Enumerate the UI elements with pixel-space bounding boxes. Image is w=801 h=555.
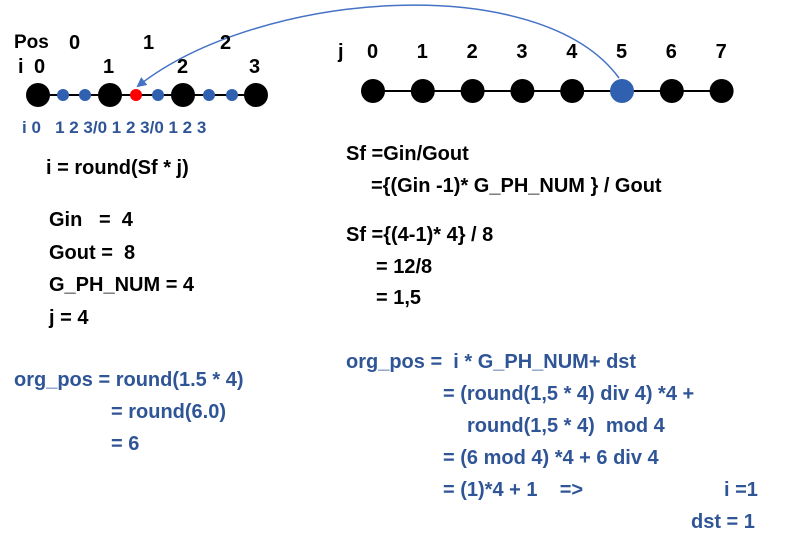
result-i: i =1 [724,479,758,501]
org-pos-formula-1: org_pos = i * G_PH_NUM+ dst [346,351,637,373]
sf-calc-line-2: = 12/8 [376,256,433,278]
org-pos-line-3: = 6 [111,433,140,455]
j-value-3: 3 [516,41,528,63]
formula-i: i = round(Sf * j) [46,157,189,179]
mapping-arrow [136,4,620,88]
j-value-5: 5 [616,41,628,63]
right-node-3 [510,79,535,103]
i-value-0: 0 [34,56,46,78]
sf-calc-line-3: = 1,5 [376,287,422,309]
left-node-small-3 [152,89,164,101]
left-node-small-5 [226,89,238,101]
right-node-1 [410,79,435,103]
j-value-6: 6 [665,41,677,63]
j-value-0: 0 [367,41,379,63]
j-value-1: 1 [416,41,428,63]
param-gph-num: G_PH_NUM = 4 [49,274,195,296]
pos-value-0: 0 [69,32,81,54]
j-value-2: 2 [466,41,478,63]
right-node-6 [659,79,684,103]
left-node-small-1 [57,89,69,101]
sf-def-line-1: Sf =Gin/Gout [346,143,469,165]
pos-label: Pos [14,32,49,53]
org-pos-formula-2: = (round(1,5 * 4) div 4) *4 + [443,383,695,405]
left-node-big-2 [171,83,195,107]
right-node-7 [709,79,734,103]
org-pos-line-1: org_pos = round(1.5 * 4) [14,369,244,391]
i-value-2: 2 [177,56,189,78]
org-pos-formula-5: = (1)*4 + 1 => [443,479,584,501]
right-node-4 [560,79,585,103]
i-value-3: 3 [249,56,261,78]
left-node-big-1 [98,83,122,107]
sub-index-row: i 0 1 2 3/0 1 2 3/0 1 2 3 [22,118,207,137]
left-node-red [130,89,142,101]
org-pos-formula-4: = (6 mod 4) *4 + 6 div 4 [443,447,659,469]
right-node-5 [610,79,634,103]
left-node-small-4 [203,89,215,101]
sf-def-line-2: ={(Gin -1)* G_PH_NUM } / Gout [371,175,662,197]
left-node-big-0 [26,83,50,107]
sf-calc-line-1: Sf ={(4-1)* 4} / 8 [346,224,494,246]
param-gout: Gout = 8 [49,242,136,264]
j-label: j [338,41,344,63]
pos-value-1: 1 [143,32,155,54]
result-dst: dst = 1 [691,511,755,533]
pos-value-2: 2 [220,32,232,54]
right-node-group [361,79,734,103]
j-value-7: 7 [715,41,727,63]
i-label: i [18,56,24,78]
param-gin: Gin = 4 [49,209,133,231]
right-node-2 [460,79,485,103]
j-value-4: 4 [566,41,578,63]
left-node-big-3 [244,83,268,107]
org-pos-line-2: = round(6.0) [111,401,227,423]
param-j: j = 4 [49,307,89,329]
right-node-0 [361,79,385,103]
left-node-small-2 [79,89,91,101]
i-value-1: 1 [103,56,115,78]
org-pos-formula-3: round(1,5 * 4) mod 4 [467,415,665,437]
